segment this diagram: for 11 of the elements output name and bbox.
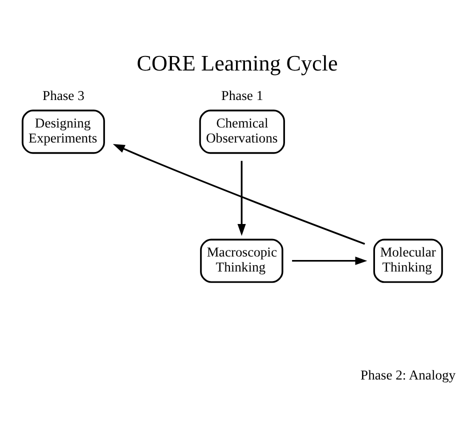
node-label: Phase 1 (221, 88, 264, 103)
arrow (292, 256, 368, 264)
arrow (112, 143, 366, 244)
node-box: Designing Experiments (22, 109, 105, 154)
node-box: Chemical Observations (199, 109, 285, 154)
node-box: Molecular Thinking (373, 238, 443, 282)
label: Phase 2: Analogy (360, 367, 456, 382)
node-box: Macroscopic Thinking (200, 238, 284, 282)
node-label: Phase 3 (42, 88, 84, 103)
diagram-title: CORE Learning Cycle (136, 50, 338, 75)
arrow (238, 160, 246, 236)
